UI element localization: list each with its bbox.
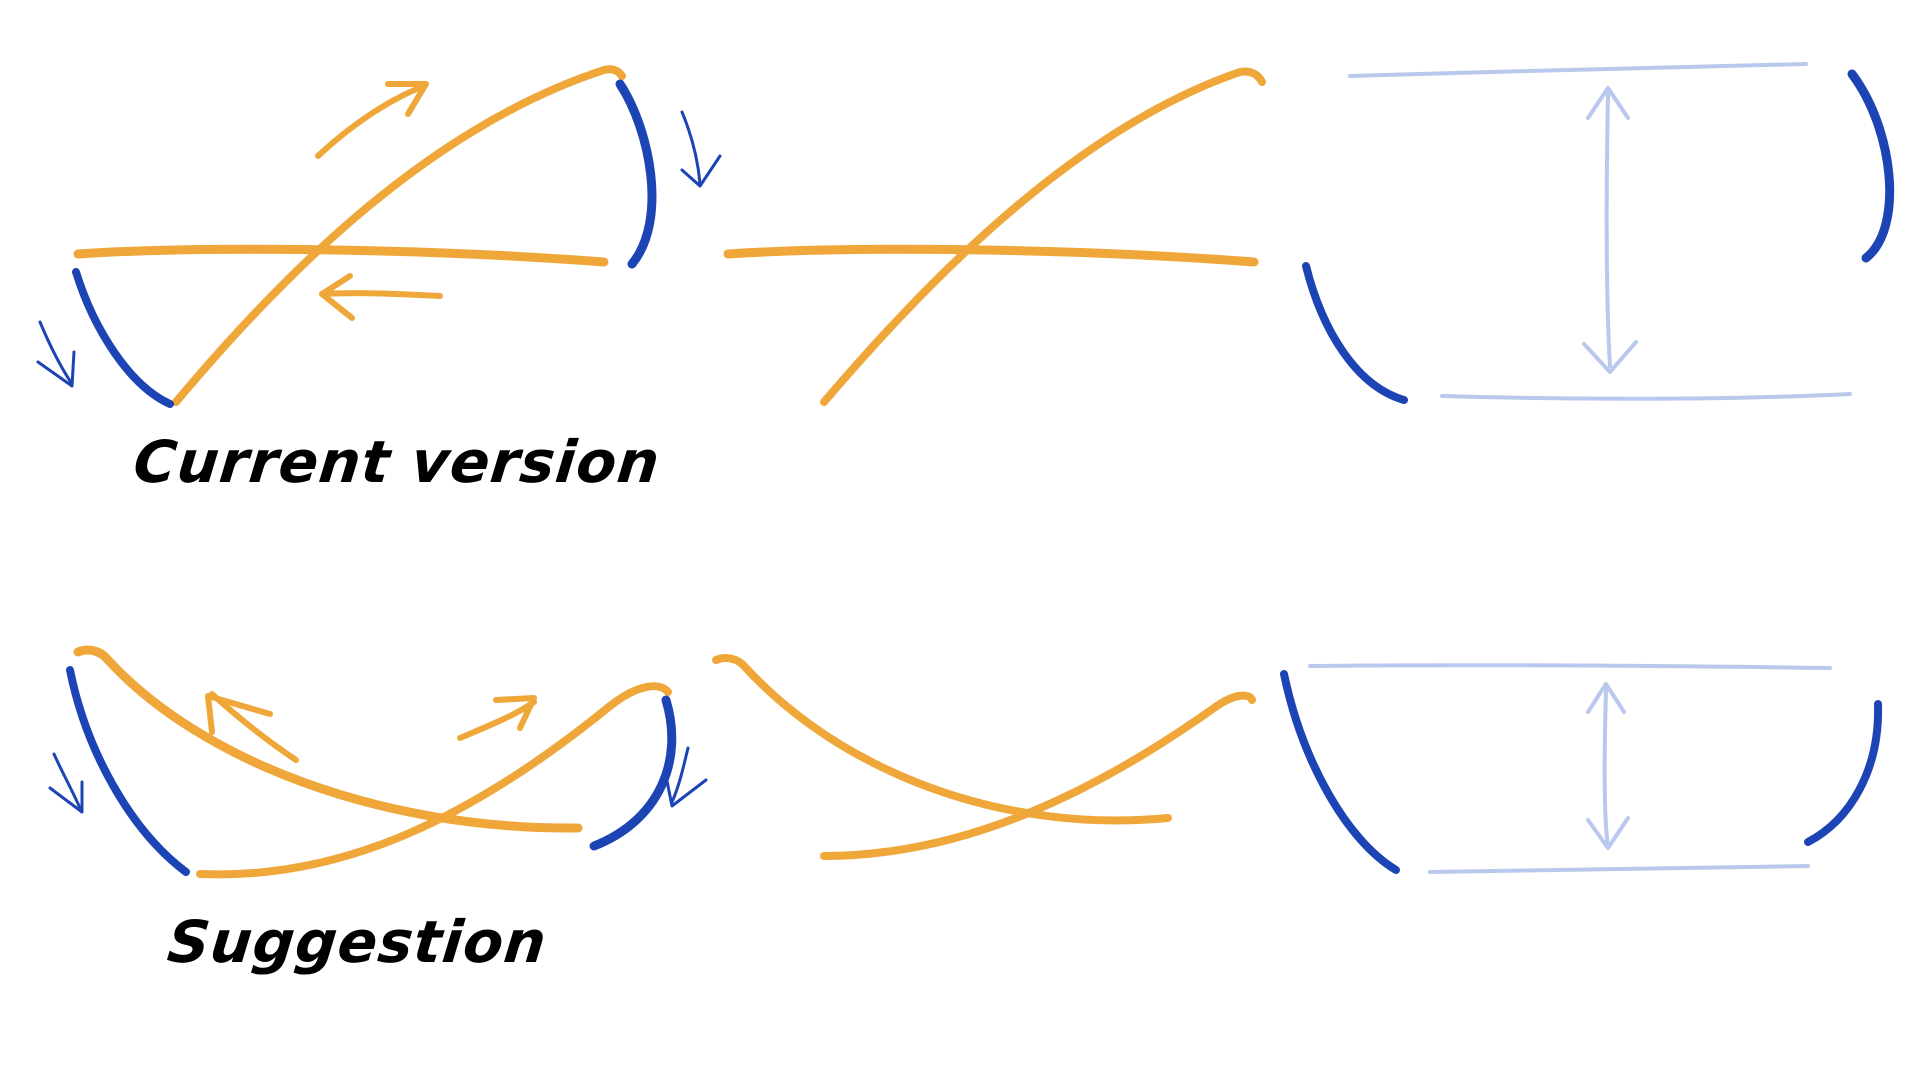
right-blue-curve [1804, 700, 1883, 846]
rising-orange-stroke [196, 682, 672, 879]
arrow-icon [457, 695, 537, 741]
suggestion-shape-panel [712, 654, 1256, 860]
rising-orange-stroke [820, 691, 1256, 860]
top-guide-line [1308, 663, 1832, 670]
left-blue-curve [72, 268, 174, 408]
current-version-caption: Current version [130, 428, 664, 496]
horizontal-orange-stroke [723, 244, 1259, 267]
double-headed-arrow-icon [1582, 86, 1638, 374]
arrow-icon [205, 691, 299, 763]
horizontal-orange-stroke [73, 244, 609, 267]
arrow-icon [36, 320, 76, 388]
left-blue-curve [1302, 262, 1408, 404]
falling-orange-stroke [712, 654, 1172, 825]
current-version-height-panel [1302, 62, 1895, 404]
right-blue-curve [1847, 69, 1895, 263]
arrow-icon [48, 752, 84, 814]
current-version-stroke-order-panel [36, 65, 722, 408]
left-blue-curve [1280, 670, 1400, 874]
falling-orange-stroke [73, 645, 583, 833]
arrow-icon [680, 110, 722, 188]
suggestion-height-panel [1280, 663, 1883, 874]
bottom-guide-line [1428, 864, 1810, 874]
right-blue-curve [589, 695, 677, 851]
suggestion-caption: Suggestion [164, 908, 551, 976]
arrow-icon [319, 273, 443, 321]
top-guide-line [1348, 62, 1808, 78]
right-blue-curve [615, 79, 657, 269]
arrow-icon [315, 81, 429, 159]
double-headed-arrow-icon [1586, 682, 1630, 850]
current-version-shape-panel [723, 67, 1266, 406]
arrow-icon [664, 746, 708, 808]
left-blue-curve [66, 666, 190, 876]
diagonal-orange-stroke [172, 65, 626, 406]
suggestion-stroke-order-panel [48, 645, 708, 879]
diagonal-orange-stroke [820, 67, 1266, 406]
bottom-guide-line [1440, 392, 1852, 401]
